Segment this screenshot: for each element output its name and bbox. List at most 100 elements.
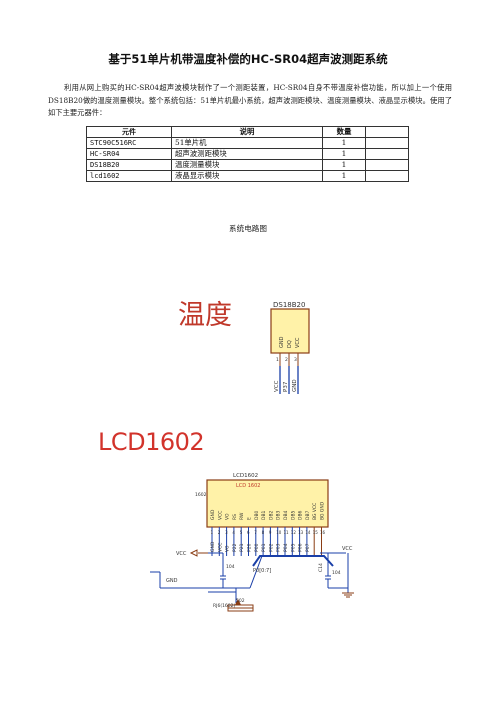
lcd-net-label: P03	[276, 543, 282, 552]
lcd-net-label: P07	[305, 543, 311, 552]
lcd-net-label: P04	[283, 543, 289, 552]
vcc-left-label: VCC	[176, 551, 187, 557]
vcc-right-label: VCC	[342, 546, 353, 552]
intro-paragraph: 利用从网上购买的HC-SR04超声波模块制作了一个测距装置，HC-SR04自身不…	[48, 83, 452, 118]
table-header: 说明	[171, 126, 323, 138]
table-row: DS18B20 温度测量模块 1	[86, 159, 409, 171]
pin-number: 2	[285, 357, 288, 363]
lcd-pin-label: E	[247, 517, 253, 520]
lcd-net-label: P01	[261, 543, 267, 552]
table-cell: 1	[322, 137, 366, 149]
pin-number: 1	[276, 357, 279, 363]
lcd-pin-number: 5	[240, 530, 243, 535]
table-row: STC90C516RC 51单片机 1	[86, 137, 409, 149]
table-cell: 温度测量模块	[171, 159, 323, 171]
lcd-pin-label: DB7	[305, 510, 311, 520]
lcd-pin-label: DB1	[261, 510, 267, 520]
lcd-net-label: P06	[298, 543, 304, 552]
lcd-pin-label: VCC	[217, 511, 223, 520]
pin-label: DQ	[287, 340, 293, 348]
net-label: VCC	[274, 380, 280, 392]
schematic-caption: 系统电路图	[229, 224, 267, 233]
lcd-pin-number: 7	[254, 530, 257, 535]
document-title: 基于51单片机带温度补偿的HC-SR04超声波测距系统	[108, 52, 388, 66]
lcd-pin-number: 14	[305, 530, 311, 535]
components-table: 元件 说明 数量 STC90C516RC 51单片机 1 HC-SR04 超声波…	[86, 126, 409, 182]
lcd-net-label: P00	[254, 543, 260, 552]
lcd-pin-label: DB4	[283, 510, 289, 520]
lcd-pin-label: DB2	[268, 510, 274, 520]
table-cell: STC90C516RC	[86, 137, 172, 149]
pot-ref: RJ6(1602)	[213, 603, 236, 609]
temperature-heading: 温度	[178, 300, 232, 331]
lcd-pin-number: 11	[284, 530, 290, 535]
lcd-pin-label: DB3	[276, 510, 282, 520]
net-label: P37	[283, 381, 289, 392]
lcd-pin-number: 1	[211, 530, 214, 535]
lcd-pin-number: 15	[313, 530, 319, 535]
lcd-pin-number: 4	[232, 530, 235, 535]
lcd-pin-number: 13	[298, 530, 304, 535]
table-header: 元件	[86, 126, 172, 138]
lcd-pin-number: 3	[225, 530, 228, 535]
lcd-net-label: P20	[247, 543, 253, 552]
lcd-pin-number: 10	[276, 530, 282, 535]
lcd-net-label: GND	[210, 541, 216, 552]
cap-left-value: 104	[226, 564, 235, 570]
lcd-net-label: P21	[239, 543, 245, 552]
table-cell: 液晶显示模块	[171, 170, 323, 182]
lcd-net-label: VO	[225, 545, 231, 552]
table-cell	[365, 170, 409, 182]
pin-number: 3	[294, 357, 297, 363]
table-cell	[365, 137, 409, 149]
cap-right-value: 104	[332, 570, 341, 576]
table-row: HC-SR04 超声波测距模块 1	[86, 148, 409, 160]
table-row: lcd1602 液晶显示模块 1	[86, 170, 409, 182]
table-cell: 超声波测距模块	[171, 148, 323, 160]
lcd-pin-label: GND	[210, 509, 216, 520]
lcd-pin-label: BG GND	[320, 501, 326, 520]
chip-sublabel: LCD 1602	[236, 483, 260, 489]
pin-label: GND	[279, 336, 285, 348]
lcd-pin-label: DB6	[298, 510, 304, 520]
table-header-row: 元件 说明 数量	[86, 126, 409, 138]
lcd-body	[206, 479, 329, 528]
table-cell: 1	[322, 148, 366, 160]
lcd-net-label: VCC	[217, 543, 223, 552]
gnd-label: GND	[166, 578, 178, 584]
lcd-net-label: P02	[268, 543, 274, 552]
table-cell: DS18B20	[86, 159, 172, 171]
lcd-pin-number: 9	[269, 530, 272, 535]
lcd-pin-number: 6	[247, 530, 250, 535]
chip-label: LCD1602	[233, 473, 258, 479]
lcd-pin-number: 16	[320, 530, 326, 535]
lcd-pin-number: 12	[291, 530, 297, 535]
table-cell	[365, 159, 409, 171]
cap-right-ref: C14	[318, 563, 324, 572]
table-header: 数量	[322, 126, 366, 138]
table-cell: lcd1602	[86, 170, 172, 182]
designator: 1602	[195, 492, 207, 498]
lcd-pin-label: DB0	[254, 510, 260, 520]
table-cell: 1	[322, 170, 366, 182]
table-cell	[365, 148, 409, 160]
lcd-pin-label: RS	[232, 514, 238, 520]
lcd-net-label: P22	[232, 543, 238, 552]
lcd-pin-number: 2	[218, 530, 221, 535]
lcd-pin-label: DB5	[290, 510, 296, 520]
lcd-pin-label: BG VCC	[312, 503, 318, 520]
lcd-pin-number: 8	[262, 530, 265, 535]
chip-label: DS18B20	[273, 301, 305, 309]
sensor-body	[270, 308, 310, 354]
pin-label: VCC	[295, 337, 301, 348]
table-cell: 1	[322, 159, 366, 171]
table-header	[365, 126, 409, 138]
ds18b20-schematic: 温度 DS18B20 GND DQ VCC 1 2 3 VCC P37 GND	[178, 300, 310, 394]
bus-label: P0[0:7]	[253, 568, 271, 574]
lcd-pin-label: VO	[225, 513, 231, 520]
lcd-heading: LCD1602	[98, 428, 204, 456]
table-cell: HC-SR04	[86, 148, 172, 160]
lcd-net-label: P05	[290, 543, 296, 552]
lcd-pin-label: RW	[239, 512, 245, 520]
